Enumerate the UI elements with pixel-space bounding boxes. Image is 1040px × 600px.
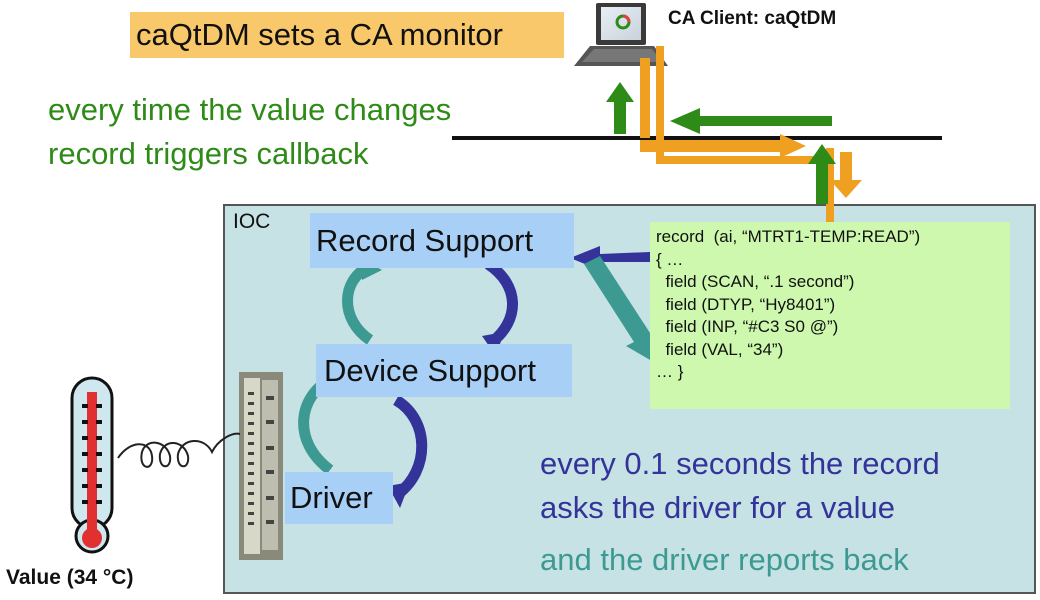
orange-return-arrow (656, 46, 862, 222)
teal-report-arrow (584, 256, 664, 368)
green-callback-arrow (606, 82, 836, 204)
orange-monitor-arrow (640, 58, 806, 158)
cable-icon (117, 432, 241, 468)
thermometer-icon (70, 376, 114, 554)
driver-box: Driver (285, 472, 393, 524)
device-support-box: Device Support (316, 344, 572, 397)
record-def-line: field (DTYP, “Hy8401”) (656, 294, 836, 314)
record-support-box: Record Support (310, 213, 574, 268)
record-def-line: … } (656, 362, 684, 381)
record-def-line: record (ai, “MTRT1-TEMP:READ”) (656, 227, 921, 246)
record-def-line: field (INP, “#C3 S0 @”) (656, 317, 839, 336)
record-definition: record (ai, “MTRT1-TEMP:READ”) { … field… (650, 222, 1010, 409)
scan-note-line2: asks the driver for a value (540, 490, 895, 525)
laptop-icon (574, 3, 668, 66)
record-def-line: field (VAL, “34”) (656, 339, 784, 359)
record-def-line: { … (656, 249, 684, 269)
ioc-label: IOC (233, 210, 271, 233)
report-note: and the driver reports back (540, 542, 909, 577)
callback-note-line1: every time the value changes (48, 92, 452, 127)
scan-note-line1: every 0.1 seconds the record (540, 446, 940, 481)
navy-scan-arrow (570, 246, 650, 270)
record-def-line: field (SCAN, “.1 second”) (656, 272, 855, 291)
callback-note-line2: record triggers callback (48, 136, 369, 171)
value-label: Value (34 °C) (6, 566, 134, 589)
io-board-icon (239, 372, 283, 560)
monitor-label: caQtDM sets a CA monitor (130, 12, 564, 58)
client-label: CA Client: caQtDM (668, 8, 837, 29)
